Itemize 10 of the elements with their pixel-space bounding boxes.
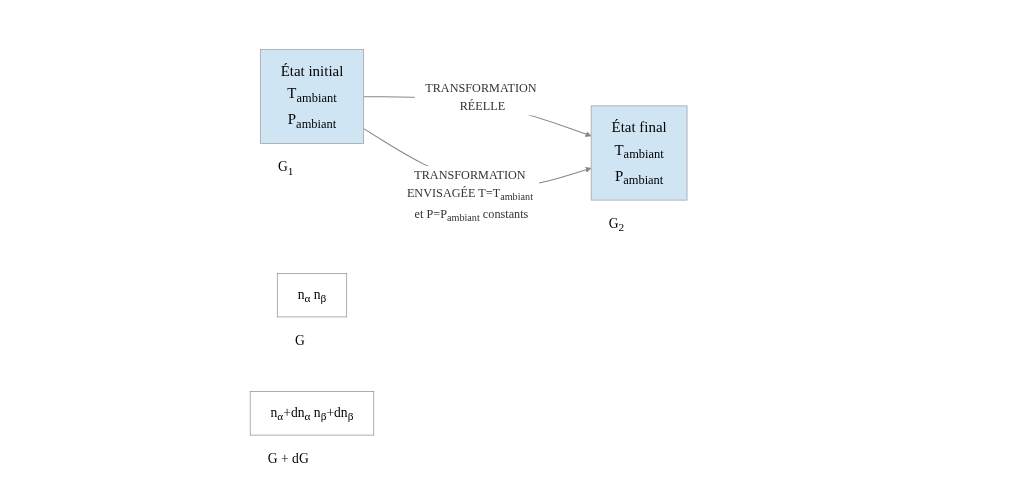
edge-label: TRANSFORMATION ENVISAGÉE T=T$_{ambiant}$ et P=P$_{ambiant}$ constants	[406, 167, 533, 223]
node-box: n$_{α}$+dn$_{α}$ n$_{β}$+dn$_{β}$	[249, 390, 375, 435]
node-label: G$_{2}$	[608, 215, 625, 234]
node-box: État initial T$_{ambiant}$ P$_{ambiant}$	[259, 48, 364, 144]
node-box: État final T$_{ambiant}$ P$_{ambiant}$	[590, 105, 688, 200]
edge-label: TRANSFORMATION RÉELLE	[425, 80, 537, 113]
node-label: G	[294, 332, 305, 347]
node-label: G + dG	[267, 450, 309, 466]
node-label: G$_{1}$	[277, 158, 294, 178]
node-box: n$_{α}$ n$_{β}$	[276, 272, 348, 317]
